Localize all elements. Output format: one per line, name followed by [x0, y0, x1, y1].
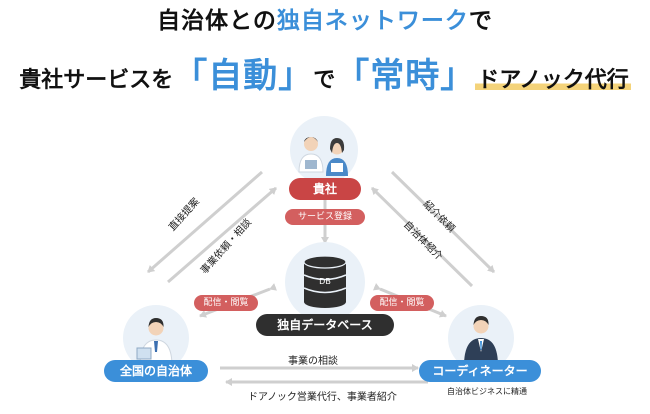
- coordinator-node: コーディネーター: [419, 360, 541, 382]
- tag-service-register: サービス登録: [285, 209, 365, 225]
- headline-line-1: 自治体との独自ネットワークで: [157, 8, 493, 34]
- label-door-knock: ドアノック営業代行、事業者紹介: [248, 392, 397, 403]
- label-business-consult: 事業の相談: [288, 356, 338, 367]
- municipalities-node: 全国の自治体: [104, 360, 208, 382]
- arrow-municipality-intro: [370, 186, 474, 288]
- database-node: 独自データベース: [256, 314, 394, 336]
- company-people-icon: [290, 116, 358, 184]
- company-node: 貴社: [289, 178, 361, 200]
- tag-delivery-right: 配信・閲覧: [370, 295, 434, 311]
- arrow-direct-proposal: [147, 170, 263, 274]
- headline-line-2: 貴社サービスを「自動」で「常時」ドアノック代行: [19, 56, 631, 96]
- tag-delivery-left: 配信・閲覧: [194, 295, 258, 311]
- database-icon-label: DB: [319, 277, 331, 286]
- arrow-intro-request: [390, 170, 496, 274]
- arrow-request-consult: [167, 186, 277, 284]
- municipality-official-icon: [123, 305, 189, 371]
- coordinator-icon: [448, 305, 514, 371]
- coordinator-note: 自治体ビジネスに精通: [447, 387, 527, 396]
- database-icon: [285, 242, 365, 322]
- highlighted-phrase: ドアノック代行: [475, 68, 631, 93]
